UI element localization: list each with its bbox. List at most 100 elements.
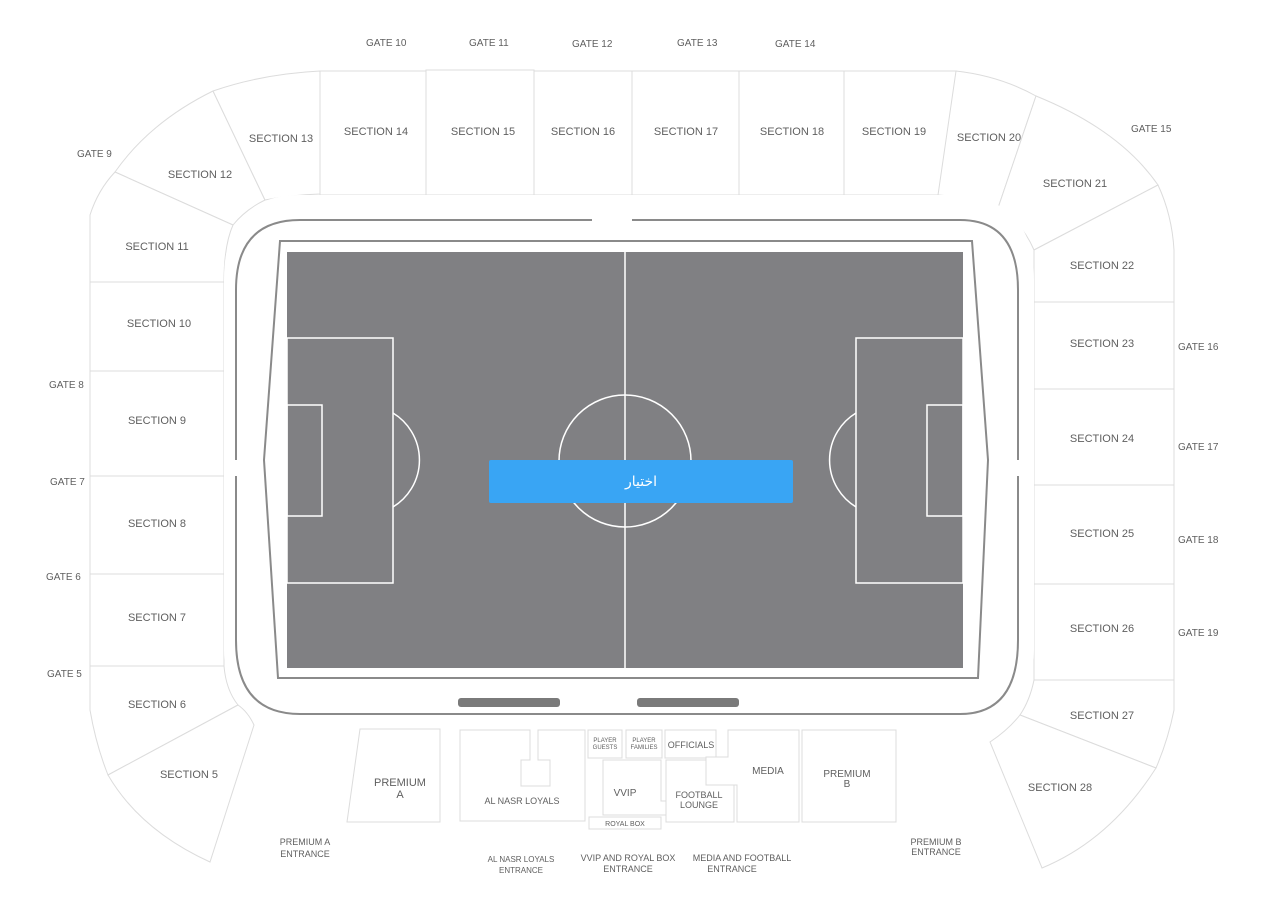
premium-a-label-line2: A [396, 789, 404, 801]
vvip-label: VVIP [614, 788, 637, 799]
section-23-block[interactable] [1033, 301, 1175, 390]
premium-b-entrance-line1: PREMIUM B [910, 837, 961, 847]
premium-a-entrance-line2: ENTRANCE [280, 849, 330, 859]
pitch-outline [262, 240, 990, 679]
right-stand [989, 184, 1175, 869]
section-5-block[interactable] [107, 704, 255, 863]
al-nasr-loyals-label: AL NASR LOYALS [484, 796, 559, 806]
section-15-block[interactable] [425, 69, 535, 196]
gate-12-label: GATE 12 [572, 39, 613, 50]
premium-b-label-line1: PREMIUM [823, 769, 870, 780]
section-20-label: SECTION 20 [957, 132, 1021, 144]
goal-box-right [926, 404, 964, 517]
section-7-label: SECTION 7 [128, 612, 186, 624]
section-24-block[interactable] [1033, 388, 1175, 486]
section-21-label: SECTION 21 [1043, 178, 1107, 190]
gate-10-label: GATE 10 [366, 38, 407, 49]
gate-14-label: GATE 14 [775, 39, 816, 50]
section-10-label: SECTION 10 [127, 318, 191, 330]
section-13-label: SECTION 13 [249, 133, 313, 145]
select-button[interactable]: اختيار [489, 460, 793, 503]
al-nasr-loyals-block[interactable] [459, 729, 586, 822]
gate-9-label: GATE 9 [77, 149, 112, 160]
area-labels: PREMIUM A AL NASR LOYALS PLAYER GUESTS P… [374, 738, 871, 828]
officials-block[interactable] [664, 729, 717, 759]
section-22-block[interactable] [1033, 184, 1175, 303]
section-8-block[interactable] [89, 475, 225, 575]
section-26-label: SECTION 26 [1070, 623, 1134, 635]
premium-a-label-line1: PREMIUM [374, 777, 426, 789]
gate-labels: GATE 5 GATE 6 GATE 7 GATE 8 GATE 9 GATE … [46, 38, 1219, 680]
section-7-block[interactable] [89, 573, 225, 667]
section-17-label: SECTION 17 [654, 126, 718, 138]
section-16-block[interactable] [533, 70, 633, 196]
bottom-stand [346, 728, 897, 830]
top-stand [114, 69, 1159, 251]
media-entrance-line2: ENTRANCE [707, 864, 757, 874]
section-18-label: SECTION 18 [760, 126, 824, 138]
section-25-block[interactable] [1033, 484, 1175, 585]
penalty-arc-left [392, 412, 421, 508]
tunnel-left [458, 698, 560, 707]
al-nasr-entrance-line1: AL NASR LOYALS [488, 855, 555, 864]
gate-7-label: GATE 7 [50, 477, 85, 488]
media-block[interactable] [705, 729, 800, 823]
royal-box-block[interactable] [588, 816, 662, 830]
section-28-label: SECTION 28 [1028, 782, 1092, 794]
section-11-label: SECTION 11 [125, 241, 188, 253]
gate-11-label: GATE 11 [469, 38, 509, 49]
gate-17-label: GATE 17 [1178, 442, 1219, 453]
gate-8-label: GATE 8 [49, 380, 84, 391]
section-27-label: SECTION 27 [1070, 710, 1134, 722]
section-26-block[interactable] [1033, 583, 1175, 681]
vvip-entrance-line2: ENTRANCE [603, 864, 653, 874]
entrance-labels: PREMIUM A ENTRANCE AL NASR LOYALS ENTRAN… [280, 837, 962, 875]
officials-label: OFFICIALS [668, 740, 715, 750]
player-families-label-line1: PLAYER [632, 738, 656, 744]
al-nasr-entrance-line2: ENTRANCE [499, 866, 543, 875]
section-28-block[interactable] [989, 714, 1157, 869]
section-12-label: SECTION 12 [168, 169, 232, 181]
gate-13-label: GATE 13 [677, 38, 718, 49]
section-16-label: SECTION 16 [551, 126, 615, 138]
section-8-label: SECTION 8 [128, 518, 186, 530]
tunnel-right [637, 698, 739, 707]
premium-b-block[interactable] [801, 729, 897, 823]
media-entrance-line1: MEDIA AND FOOTBALL [693, 853, 792, 863]
section-18-block[interactable] [738, 70, 845, 196]
section-10-block[interactable] [89, 281, 225, 372]
premium-a-block[interactable] [346, 728, 441, 823]
section-25-label: SECTION 25 [1070, 528, 1134, 540]
section-19-label: SECTION 19 [862, 126, 926, 138]
player-guests-label-line1: PLAYER [593, 738, 617, 744]
section-5-label: SECTION 5 [160, 769, 218, 781]
football-lounge-label-line2: LOUNGE [680, 800, 718, 810]
media-label: MEDIA [752, 766, 784, 777]
section-17-block[interactable] [631, 70, 740, 196]
section-9-label: SECTION 9 [128, 415, 186, 427]
bowl-ring [235, 219, 1019, 715]
royal-box-label: ROYAL BOX [605, 821, 645, 828]
section-24-label: SECTION 24 [1070, 433, 1134, 445]
player-guests-block[interactable] [587, 729, 623, 759]
section-6-label: SECTION 6 [128, 699, 186, 711]
section-22-label: SECTION 22 [1070, 260, 1134, 272]
gate-16-label: GATE 16 [1178, 342, 1219, 353]
section-14-block[interactable] [319, 70, 427, 196]
gate-15-label: GATE 15 [1131, 124, 1172, 135]
goal-box-left [286, 404, 323, 517]
section-14-label: SECTION 14 [344, 126, 408, 138]
player-families-block[interactable] [625, 729, 663, 759]
penalty-arc-right [828, 412, 857, 508]
gate-6-label: GATE 6 [46, 572, 81, 583]
player-families-label-line2: FAMILIES [630, 745, 657, 751]
premium-a-entrance-line1: PREMIUM A [280, 837, 331, 847]
section-15-label: SECTION 15 [451, 126, 515, 138]
vvip-entrance-line1: VVIP AND ROYAL BOX [581, 853, 676, 863]
premium-b-label-line2: B [844, 779, 851, 790]
player-guests-label-line2: GUESTS [593, 745, 618, 751]
section-labels: SECTION 5 SECTION 6 SECTION 7 SECTION 8 … [125, 126, 1134, 794]
gate-18-label: GATE 18 [1178, 535, 1219, 546]
football-lounge-label-line1: FOOTBALL [675, 790, 722, 800]
